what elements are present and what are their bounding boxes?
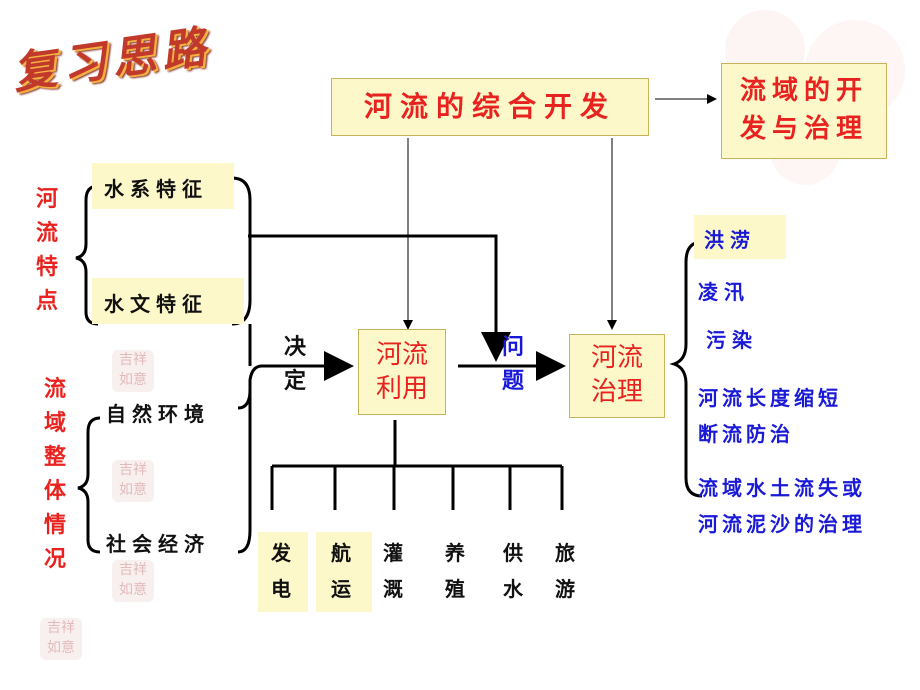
governance-item: 凌汛 <box>698 280 750 304</box>
hydrological-features: 水文特征 <box>92 278 244 324</box>
use-item-power <box>258 532 308 612</box>
use-item-text: 发电 <box>271 541 291 601</box>
basin-overall-label: 流域整体情况 <box>44 376 67 572</box>
seal-icon: 吉祥如意 <box>40 618 82 660</box>
decide-label: 决定 <box>284 334 307 394</box>
use-item-text: 航运 <box>331 541 351 601</box>
comprehensive-development-node: 河流的综合开发 <box>331 78 649 136</box>
use-item-text: 灌溉 <box>383 541 403 601</box>
river-characteristics-label: 河流特点 <box>36 186 59 314</box>
governance-item: 洪涝 <box>704 228 756 252</box>
seal-icon: 吉祥如意 <box>112 350 154 392</box>
seal-icon: 吉祥如意 <box>112 560 154 602</box>
use-item-text: 旅游 <box>555 541 575 601</box>
governance-item: 河流长度缩短 <box>698 386 842 410</box>
governance-item: 河流泥沙的治理 <box>698 512 866 536</box>
governance-item: 流域水土流失或 <box>698 476 866 500</box>
flood-item-bg <box>694 215 786 259</box>
problem-label: 问题 <box>502 334 525 394</box>
river-utilization-node: 河流 利用 <box>358 329 446 415</box>
use-item-text: 供水 <box>503 541 523 601</box>
use-item-shipping <box>316 532 372 612</box>
natural-environment: 自然环境 <box>106 402 210 426</box>
river-governance-node: 河流 治理 <box>569 334 665 418</box>
seal-icon: 吉祥如意 <box>112 460 154 502</box>
social-economy: 社会经济 <box>106 532 210 556</box>
basin-development-node: 流域的开 发与治理 <box>721 63 887 159</box>
water-system-features: 水系特征 <box>92 163 234 209</box>
use-item-text: 养殖 <box>445 541 465 601</box>
governance-item: 污染 <box>706 328 758 352</box>
governance-item: 断流防治 <box>698 422 794 446</box>
